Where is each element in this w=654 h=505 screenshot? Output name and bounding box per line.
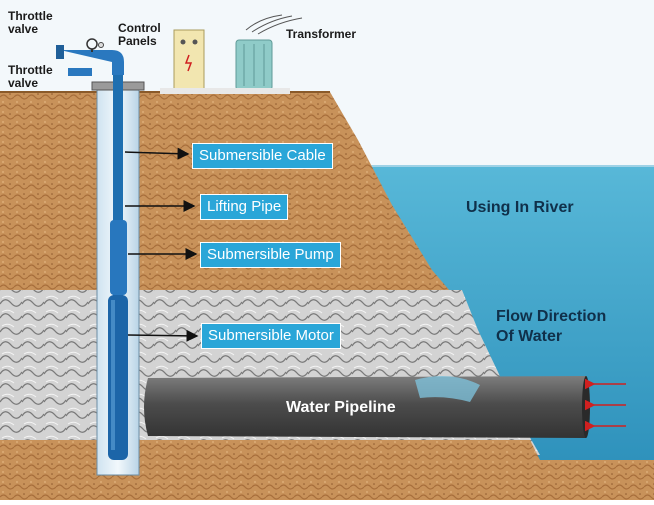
water-pipeline-label: Water Pipeline xyxy=(286,399,396,416)
using-in-river-label: Using In River xyxy=(466,199,574,216)
flow-direction-label: Flow Direction Of Water xyxy=(496,308,607,345)
lifting-pipe-label: Lifting Pipe xyxy=(200,194,289,220)
transformer-label: Transformer xyxy=(286,27,357,41)
flow-arrows xyxy=(585,378,626,432)
surface-pipe xyxy=(60,50,124,75)
throttle-valve-label-top: Throttle valve xyxy=(8,9,53,36)
submersible-pump xyxy=(110,220,127,295)
transformer-icon xyxy=(235,14,303,91)
control-panel xyxy=(173,29,205,93)
submersible-pump-label: Submersible Pump xyxy=(200,242,341,268)
bottom-sand xyxy=(0,440,654,500)
throttle-valve-label-bottom: Throttle valve xyxy=(8,63,53,90)
submersible-motor-label: Submersible Motor xyxy=(201,323,341,349)
submersible-cable-label: Submersible Cable xyxy=(192,143,333,169)
control-panels-label: Control Panels xyxy=(118,21,161,48)
